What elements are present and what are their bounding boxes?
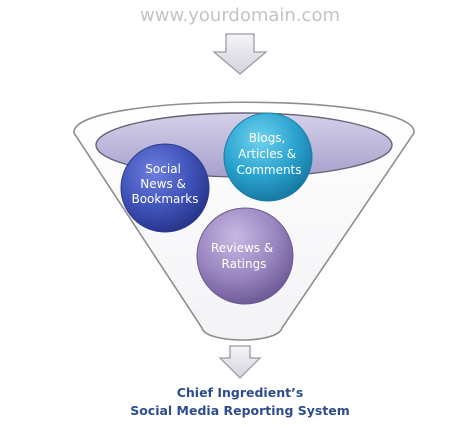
url-text: www.yourdomain.com (140, 5, 340, 26)
caption-line-1: Chief Ingredient’s (177, 385, 304, 400)
circle-social-line-1: Social (145, 162, 181, 176)
caption-line-2: Social Media Reporting System (130, 403, 350, 418)
circle-social-line-3: Bookmarks (131, 192, 198, 206)
top-down-arrow (212, 33, 268, 75)
circle-reviews-line-1: Reviews & (211, 241, 273, 255)
svg-text:Social News & Book: Social News & Bookmarks (131, 162, 198, 206)
svg-text:Blogs, Articles &: Blogs, Articles & Comments (236, 131, 301, 177)
circle-blogs-line-1: Blogs, (249, 131, 286, 145)
circle-reviews-line-2: Ratings (222, 257, 267, 271)
svg-text:Reviews & Ratings: Reviews & Ratings (211, 241, 277, 271)
circle-social-news: Social News & Bookmarks (120, 143, 210, 233)
circle-blogs-line-3: Comments (236, 163, 301, 177)
circle-reviews: Reviews & Ratings (196, 207, 294, 305)
circle-social-line-2: News & (140, 177, 186, 191)
circle-blogs: Blogs, Articles & Comments (223, 112, 313, 202)
bottom-down-arrow (218, 345, 262, 379)
circle-blogs-line-2: Articles & (238, 147, 296, 161)
